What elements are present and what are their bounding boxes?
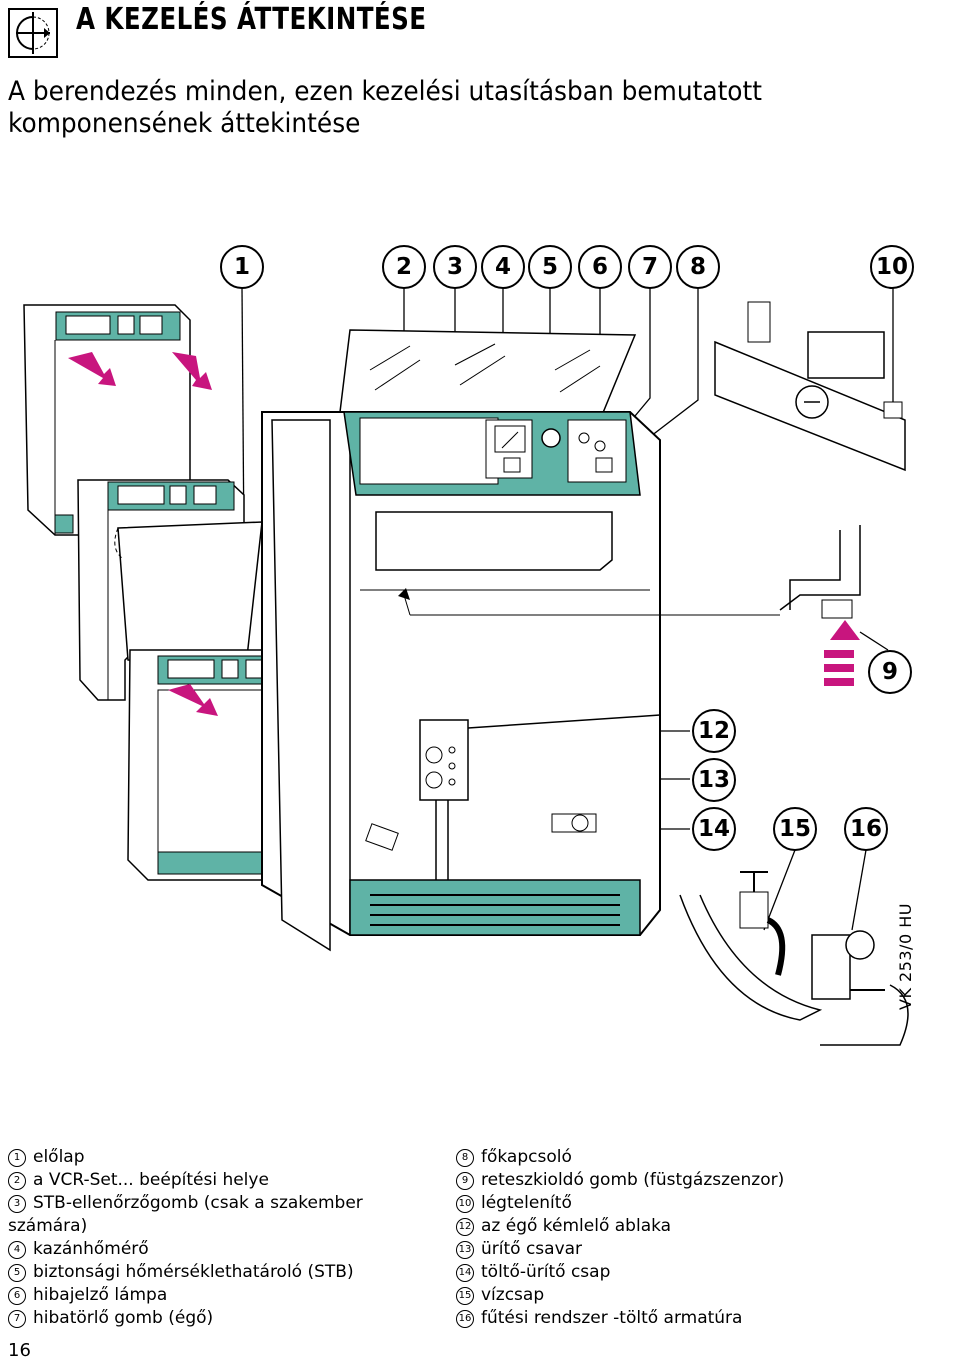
section-icon [8,8,58,58]
legend-text: biztonsági hőmérséklethatároló (STB) [33,1262,354,1282]
legend-text: légtelenítő [481,1193,572,1213]
legend-text: főkapcsoló [481,1147,572,1167]
callout-14: 14 [692,807,736,851]
legend-item: 4 kazánhőmérő [8,1238,408,1261]
legend-text: töltő-ürítő csap [481,1262,611,1282]
callout-1: 1 [220,245,264,289]
legend-number: 2 [8,1172,26,1190]
callout-5: 5 [528,245,572,289]
boiler-illustration [23,287,909,1046]
callout-12: 12 [692,709,736,753]
legend-text: előlap [33,1147,85,1167]
callout-13: 13 [692,758,736,802]
legend-item: 10 légtelenítő [456,1192,936,1215]
legend-number: 8 [456,1149,474,1167]
page-subtitle: A berendezés minden, ezen kezelési utasí… [8,76,762,139]
legend-item: 16 fűtési rendszer -töltő armatúra [456,1307,936,1330]
thumbnail-front-panel-open [77,479,263,701]
legend-item: 2 a VCR-Set... beépítési helye [8,1169,408,1192]
legend-text: ürítő csavar [481,1239,583,1259]
legend-text: hibatörlő gomb (égő) [33,1308,214,1328]
page-title: A KEZELÉS ÁTTEKINTÉSE [76,2,427,37]
legend-number: 13 [456,1241,474,1259]
thumbnail-front-panel-removal [23,304,212,536]
legend-number: 15 [456,1287,474,1305]
legend-item: 3 STB-ellenőrzőgomb (csak a szakember [8,1192,408,1215]
flue-sensor-detail [779,525,861,686]
legend-number: 9 [456,1172,474,1190]
legend-text: vízcsap [481,1285,545,1305]
legend-text: hibajelző lámpa [33,1285,168,1305]
callout-2: 2 [382,245,426,289]
legend-number: 12 [456,1218,474,1236]
legend-number: 6 [8,1287,26,1305]
callout-7: 7 [628,245,672,289]
document-code: VK 253/0 HU [896,903,915,1010]
legend-item: 1 előlap [8,1146,408,1169]
legend-item: 15 vízcsap [456,1284,936,1307]
legend-number: 4 [8,1241,26,1259]
legend-text: reteszkioldó gomb (füstgázszenzor) [481,1170,785,1190]
callout-10: 10 [870,245,914,289]
legend-text: az égő kémlelő ablaka [481,1216,672,1236]
callout-9: 9 [868,650,912,694]
legend-item: 9 reteszkioldó gomb (füstgázszenzor) [456,1169,936,1192]
callout-16: 16 [844,807,888,851]
callout-15: 15 [773,807,817,851]
legend-item: 8 főkapcsoló [456,1146,936,1169]
legend-text: STB-ellenőrzőgomb (csak a szakember [33,1193,363,1213]
legend-number: 5 [8,1264,26,1282]
legend-number: 1 [8,1149,26,1167]
main-boiler [261,329,780,952]
legend-item: 6 hibajelző lámpa [8,1284,408,1307]
legend-number: 3 [8,1195,26,1213]
legend-item: 12 az égő kémlelő ablaka [456,1215,936,1238]
legend-number: 10 [456,1195,474,1213]
legend-number: 16 [456,1310,474,1328]
callout-3: 3 [433,245,477,289]
callout-8: 8 [676,245,720,289]
legend-right: 8 főkapcsoló 9 reteszkioldó gomb (füstgázs… [456,1146,936,1330]
legend-text: számára) [8,1216,88,1236]
page-number: 16 [8,1340,31,1361]
legend-text: kazánhőmérő [33,1239,149,1259]
legend-item-continuation: számára) [8,1215,408,1238]
legend-text: fűtési rendszer -töltő armatúra [481,1308,743,1328]
callout-6: 6 [578,245,622,289]
legend-number: 14 [456,1264,474,1282]
legend-item: 14 töltő-ürítő csap [456,1261,936,1284]
legend-text: a VCR-Set... beépítési helye [33,1170,269,1190]
pump-and-air-vent [714,301,906,472]
tap-and-fill-assembly [679,871,909,1046]
legend-number: 7 [8,1310,26,1328]
legend-item: 7 hibatörlő gomb (égő) [8,1307,408,1330]
legend-item: 5 biztonsági hőmérséklethatároló (STB) [8,1261,408,1284]
callout-4: 4 [481,245,525,289]
legend-item: 13 ürítő csavar [456,1238,936,1261]
